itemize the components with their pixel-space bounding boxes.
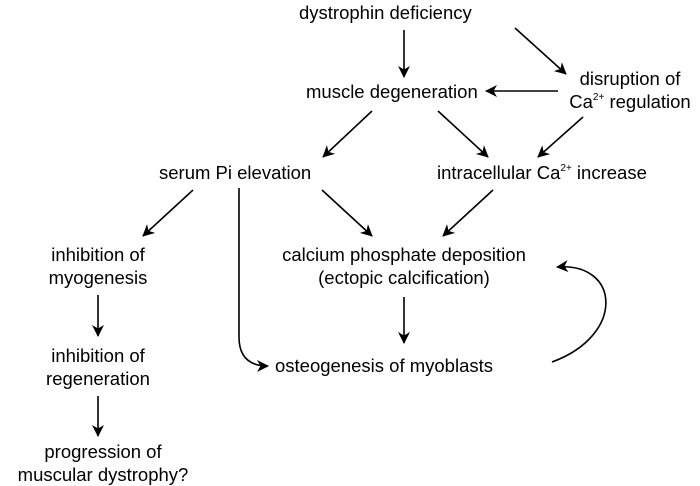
intracellular-suffix: increase: [571, 162, 647, 183]
progression-line1: progression of: [44, 441, 162, 462]
serum-pi-label: serum Pi elevation: [159, 162, 312, 183]
calcium-deposition-line2: (ectopic calcification): [318, 267, 490, 288]
node-progression-muscular-dystrophy: progression of muscular dystrophy?: [0, 440, 206, 486]
node-serum-pi-elevation: serum Pi elevation: [159, 161, 311, 184]
node-intracellular-ca-increase: intracellular Ca2+ increase: [437, 161, 647, 184]
arrow-dystrophin-to-disruption: [514, 27, 567, 75]
node-inhibition-regeneration: inhibition of regeneration: [33, 344, 163, 390]
node-inhibition-myogenesis: inhibition of myogenesis: [33, 243, 163, 289]
muscle-degeneration-label: muscle degeneration: [306, 81, 478, 102]
disruption-ca-text: Ca: [569, 91, 593, 112]
intracellular-prefix: intracellular Ca: [437, 162, 561, 183]
inhibition-myogenesis-line2: myogenesis: [48, 267, 148, 288]
disruption-regulation-text: regulation: [604, 91, 691, 112]
node-muscle-degeneration: muscle degeneration: [306, 80, 478, 103]
arrow-intracellular-to-calcium-deposition: [442, 189, 494, 237]
intracellular-superscript: 2+: [560, 163, 572, 174]
osteogenesis-label: osteogenesis of myoblasts: [275, 355, 494, 376]
arrow-serum-pi-to-calcium-deposition: [321, 189, 373, 237]
disruption-line1: disruption of: [579, 68, 681, 89]
node-dystrophin-deficiency: dystrophin deficiency: [299, 1, 472, 24]
node-calcium-phosphate-deposition: calcium phosphate deposition (ectopic ca…: [254, 243, 554, 289]
progression-line2: muscular dystrophy?: [17, 464, 189, 485]
disruption-line2: Ca2+ regulation: [560, 90, 700, 113]
node-disruption-ca-regulation: disruption of Ca2+ regulation: [560, 67, 700, 113]
dystrophin-label: dystrophin deficiency: [299, 2, 472, 23]
inhibition-regeneration-line1: inhibition of: [51, 345, 145, 366]
arrow-degeneration-to-intracellular: [437, 110, 489, 158]
inhibition-regeneration-line2: regeneration: [46, 368, 150, 389]
calcium-deposition-line1: calcium phosphate deposition: [282, 244, 526, 265]
arrow-serum-pi-to-osteogenesis: [238, 188, 269, 372]
disruption-ca-superscript: 2+: [592, 92, 605, 103]
arrow-serum-pi-to-inhibition-myogenesis: [142, 189, 194, 237]
arrow-osteogenesis-to-calcium-feedback: [551, 260, 607, 363]
arrow-degeneration-to-serum-pi: [322, 110, 373, 158]
inhibition-myogenesis-line1: inhibition of: [51, 244, 145, 265]
node-osteogenesis-of-myoblasts: osteogenesis of myoblasts: [275, 354, 493, 377]
arrow-disruption-to-intracellular: [537, 116, 584, 158]
